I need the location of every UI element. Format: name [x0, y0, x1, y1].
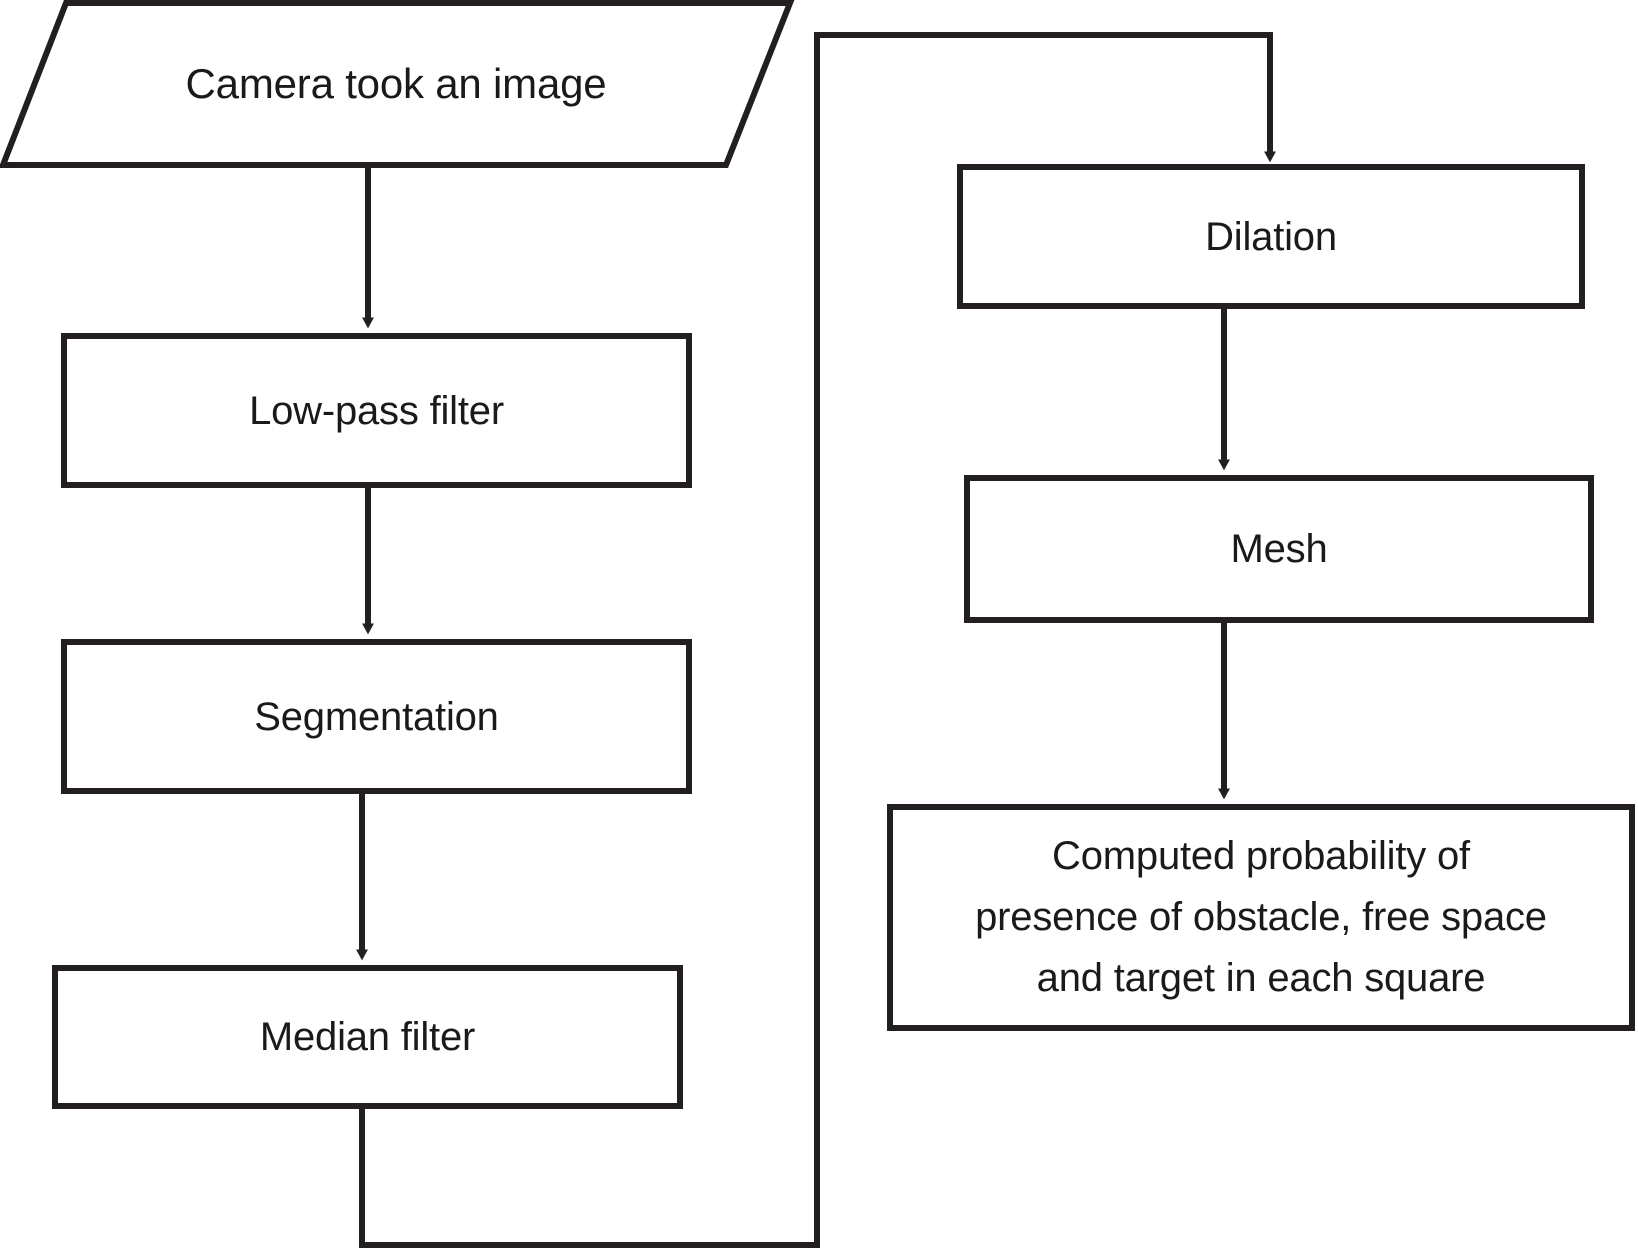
segmentation-shape[interactable]: [61, 639, 692, 794]
camera-took-an-image-shape[interactable]: [0, 0, 795, 168]
mesh-shape[interactable]: [964, 475, 1594, 623]
dilation-shape[interactable]: [957, 164, 1585, 309]
mesh-node[interactable]: [967, 478, 1591, 620]
dilation-node[interactable]: [960, 167, 1582, 306]
computed-probability-shape[interactable]: [887, 804, 1635, 1031]
camera-took-an-image-node[interactable]: [3, 3, 790, 166]
segmentation-node[interactable]: [64, 642, 689, 791]
median-filter-node[interactable]: [55, 968, 680, 1106]
edge-median-to-dilation-feedback: [359, 32, 1276, 1248]
low-pass-filter-shape[interactable]: [61, 333, 692, 488]
low-pass-filter-node[interactable]: [64, 336, 689, 485]
median-filter-shape[interactable]: [52, 965, 683, 1109]
computed-probability-node[interactable]: [890, 807, 1632, 1028]
